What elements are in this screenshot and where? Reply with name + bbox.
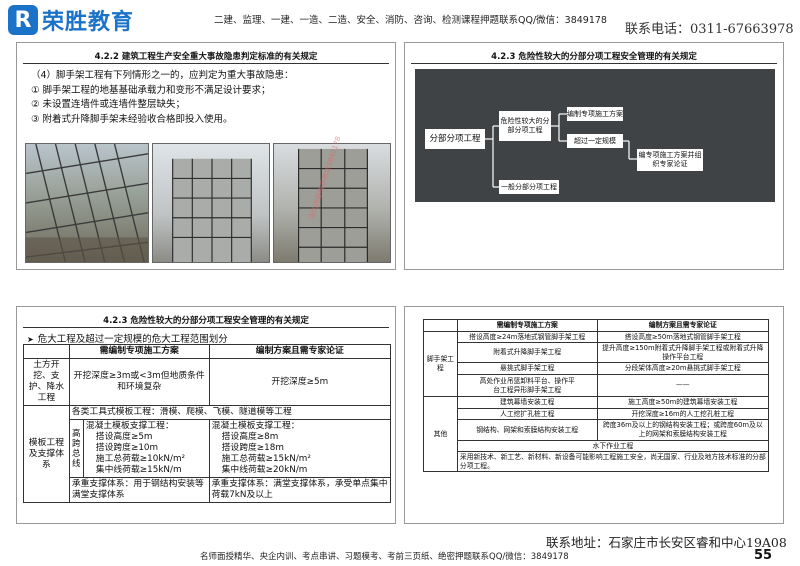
diagram-connectors	[485, 113, 637, 188]
table-cell: 混凝土模板支撑工程： 搭设高度≥8m 搭设跨度≥18m 施工总荷载≥15kN/m…	[208, 419, 392, 478]
table-cell: 提升高度≥150m附着式升降脚手架工程或附着式升降操作平台工程	[596, 342, 770, 364]
header-cell: 需编制专项施工方案	[68, 344, 210, 359]
table-cell: 开挖深度≥3m或<3m但地质条件和环境复杂	[68, 358, 210, 406]
table-cell: 建筑幕墙安装工程	[456, 396, 598, 409]
cell-line: 施工总荷载≥10kN/m²	[95, 454, 186, 464]
table-row: 悬挑式脚手架工程 分段架体高度≥20m悬挑式脚手架工程	[424, 362, 770, 375]
table-row: 水下作业工程	[424, 439, 770, 453]
scaffold-photo-2	[152, 143, 270, 263]
hazard-range-table: 需编制专项施工方案 编制方案且需专家论证 土方开挖、支护、降水工程 开挖深度≥3…	[23, 344, 392, 503]
table-cell: 搭设高度≥50m落地式钢管脚手架工程	[596, 330, 770, 344]
node-expert: 编专项施工方案并组织专家论证	[637, 149, 703, 171]
cell-line: 集中线荷载≥20kN/m	[221, 465, 308, 475]
criteria-line: ① 脚手架工程的地基基础承载力和变形不满足设计要求；	[31, 84, 271, 96]
panel-title: 4.2.3 危险性较大的分部分项工程安全管理的有关规定	[103, 316, 309, 326]
node-root: 分部分项工程	[425, 129, 485, 149]
criteria-line: （4）脚手架工程有下列情形之一的，应判定为重大事故隐患：	[31, 70, 294, 81]
row-label: 土方开挖、支护、降水工程	[23, 358, 70, 406]
footer-slogan: 名师面授精华、央企内训、考点串讲、习题模考、考前三页纸、绝密押题联系QQ/微信：…	[200, 552, 569, 562]
header-phone: 联系电话：0311-67663978	[625, 22, 794, 37]
cell-line: 混凝土模板支撑工程：	[211, 421, 300, 431]
hazard-criteria-text: （4）脚手架工程有下列情形之一的，应判定为重大事故隐患： ① 脚手架工程的地基基…	[31, 69, 294, 127]
node-special-plan: 编制专项施工方案	[567, 107, 623, 121]
header-cell: 编制方案且需专家论证	[208, 344, 392, 359]
title-divider	[23, 327, 389, 328]
brand-logo: R 荣胜教育	[8, 4, 134, 36]
table-row: 采用新技术、新工艺、新材料、新设备可能影响工程施工安全，尚无国家、行业及地方技术…	[424, 451, 770, 473]
table-cell: 跨度36m及以上的钢结构安装工程；或跨度60m及以上的网架和索膜结构安装工程	[596, 419, 770, 441]
criteria-line: ③ 附着式升降脚手架未经验收合格即投入使用。	[31, 113, 233, 125]
table-cell: 开挖深度≥5m	[208, 358, 392, 406]
header-cell: 需编制专项施工方案	[456, 319, 598, 332]
page-header: R 荣胜教育 二建、监理、一建、一造、二造、安全、消防、咨询、检测课程押题联系Q…	[0, 0, 800, 40]
header-cell: 编制方案且需专家论证	[596, 319, 770, 332]
table-row: 模板工程及支撑体系 各类工具式模板工程：滑模、爬模、飞模、隧道模等工程	[23, 405, 392, 503]
table-row: 人工挖扩孔桩工程 开挖深度≥16m的人工挖孔桩工程	[424, 407, 770, 421]
slide-panel-4: 需编制专项施工方案 编制方案且需专家论证 脚手架工程 搭设高度≥24m落地式钢管…	[404, 306, 784, 524]
table-cell: 人工挖扩孔桩工程	[456, 407, 598, 421]
table-cell: 混凝土模板支撑工程： 搭设高度≥5m 搭设跨度≥10m 施工总荷载≥10kN/m…	[82, 419, 210, 478]
cell-line: 混凝土模板支撑工程：	[85, 421, 174, 431]
title-divider	[23, 63, 389, 64]
table-row: 附着式升降脚手架工程 提升高度≥150m附着式升降脚手架工程或附着式升降操作平台…	[424, 342, 770, 364]
node-danger: 危险性较大的分部分项工程	[499, 111, 551, 141]
table-cell: 水下作业工程	[456, 439, 770, 453]
header-courses: 二建、监理、一建、一造、二造、安全、消防、咨询、检测课程押题联系QQ/微信：38…	[214, 15, 607, 26]
classification-diagram: 分部分项工程 危险性较大的分部分项工程 一般分部分项工程 编制专项施工方案 超过…	[415, 69, 775, 202]
table-cell: ——	[596, 373, 770, 398]
range-intro-text: 危大工程及超过一定规模的危大工程范围划分	[37, 334, 228, 345]
page-number: 55	[754, 548, 773, 563]
table-row: 高跨总线 混凝土模板支撑工程： 搭设高度≥5m 搭设跨度≥10m 施工总荷载≥1…	[24, 419, 392, 478]
slide-panel-2: 4.2.3 危险性较大的分部分项工程安全管理的有关规定 分部分项工程 危险性较大…	[404, 42, 784, 270]
scaffold-other-table: 需编制专项施工方案 编制方案且需专家论证 脚手架工程 搭设高度≥24m落地式钢管…	[423, 319, 770, 473]
node-exceed: 超过一定规模	[567, 134, 623, 148]
table-cell: 钢结构、网架和索膜结构安装工程	[456, 419, 598, 441]
table-cell: 分段架体高度≥20m悬挑式脚手架工程	[596, 362, 770, 375]
cell-line: 搭设高度≥5m	[95, 432, 153, 442]
table-cell: 附着式升降脚手架工程	[456, 342, 598, 364]
cell-line: 搭设跨度≥10m	[95, 443, 159, 453]
table-row: 承重支撑体系：用于钢结构安装等满堂支撑体系 承重支撑体系：满堂支撑体系，承受单点…	[24, 477, 392, 503]
cell-line: 施工总荷载≥15kN/m²	[221, 454, 311, 464]
table-cell: 承重支撑体系：用于钢结构安装等满堂支撑体系	[68, 477, 210, 503]
row-label: 模板工程及支撑体系	[23, 405, 70, 503]
cell-line: 搭设高度≥8m	[221, 432, 279, 442]
table-cell: 各类工具式模板工程：滑模、爬模、飞模、隧道模等工程	[68, 405, 392, 420]
table-row: 脚手架工程 搭设高度≥24m落地式钢管脚手架工程 搭设高度≥50m落地式钢管脚手…	[423, 330, 770, 398]
table-row: 其他 建筑幕墙安装工程 施工高度≥50m的建筑幕墙安装工程	[423, 396, 770, 473]
table-cell: 搭设高度≥24m落地式钢管脚手架工程	[456, 330, 598, 344]
slide-panel-3: 4.2.3 危险性较大的分部分项工程安全管理的有关规定 ➤危大工程及超过一定规模…	[16, 306, 396, 524]
slide-panel-1: 4.2.2 建筑工程生产安全重大事故隐患判定标准的有关规定 （4）脚手架工程有下…	[16, 42, 396, 270]
node-general: 一般分部分项工程	[499, 180, 559, 194]
title-divider	[411, 63, 777, 64]
table-cell: 开挖深度≥16m的人工挖孔桩工程	[596, 407, 770, 421]
row-label: 脚手架工程	[423, 330, 458, 398]
header-cell	[423, 319, 458, 332]
range-intro: ➤危大工程及超过一定规模的危大工程范围划分	[27, 331, 228, 345]
logo-mark-icon: R	[8, 5, 38, 35]
scaffold-photo-1	[25, 143, 149, 263]
table-row: 土方开挖、支护、降水工程 开挖深度≥3m或<3m但地质条件和环境复杂 开挖深度≥…	[23, 358, 392, 406]
panel-title: 4.2.2 建筑工程生产安全重大事故隐患判定标准的有关规定	[94, 52, 318, 62]
contact-address: 联系地址：石家庄市长安区睿和中心19A08	[546, 535, 787, 550]
table-header-row: 需编制专项施工方案 编制方案且需专家论证	[23, 344, 392, 359]
criteria-line: ② 未设置连墙件或连墙件整层缺失；	[31, 99, 186, 110]
table-row: 高处作业吊篮卸料平台、操作平台工程异形脚手架工程 ——	[424, 373, 770, 398]
table-row: 钢结构、网架和索膜结构安装工程 跨度36m及以上的钢结构安装工程；或跨度60m及…	[424, 419, 770, 441]
table-cell: 采用新技术、新工艺、新材料、新设备可能影响工程施工安全，尚无国家、行业及地方技术…	[456, 451, 770, 473]
header-cell	[23, 344, 70, 359]
table-header-row: 需编制专项施工方案 编制方案且需专家论证	[423, 319, 770, 332]
panel-title: 4.2.3 危险性较大的分部分项工程安全管理的有关规定	[491, 52, 697, 62]
table-cell: 施工高度≥50m的建筑幕墙安装工程	[596, 396, 770, 409]
cell-line: 集中线荷载≥15kN/m	[95, 465, 182, 475]
table-cell: 高处作业吊篮卸料平台、操作平台工程异形脚手架工程	[456, 373, 598, 398]
table-cell: 悬挑式脚手架工程	[456, 362, 598, 375]
logo-text: 荣胜教育	[42, 10, 135, 35]
side-label: 高跨总线	[68, 419, 84, 478]
cell-line: 搭设跨度≥18m	[221, 443, 284, 453]
table-cell: 承重支撑体系：满堂支撑体系，承受单点集中荷载7kN及以上	[208, 477, 392, 503]
scaffold-photo-3	[273, 143, 391, 263]
row-label: 其他	[423, 396, 458, 473]
triangle-bullet-icon: ➤	[27, 335, 34, 344]
